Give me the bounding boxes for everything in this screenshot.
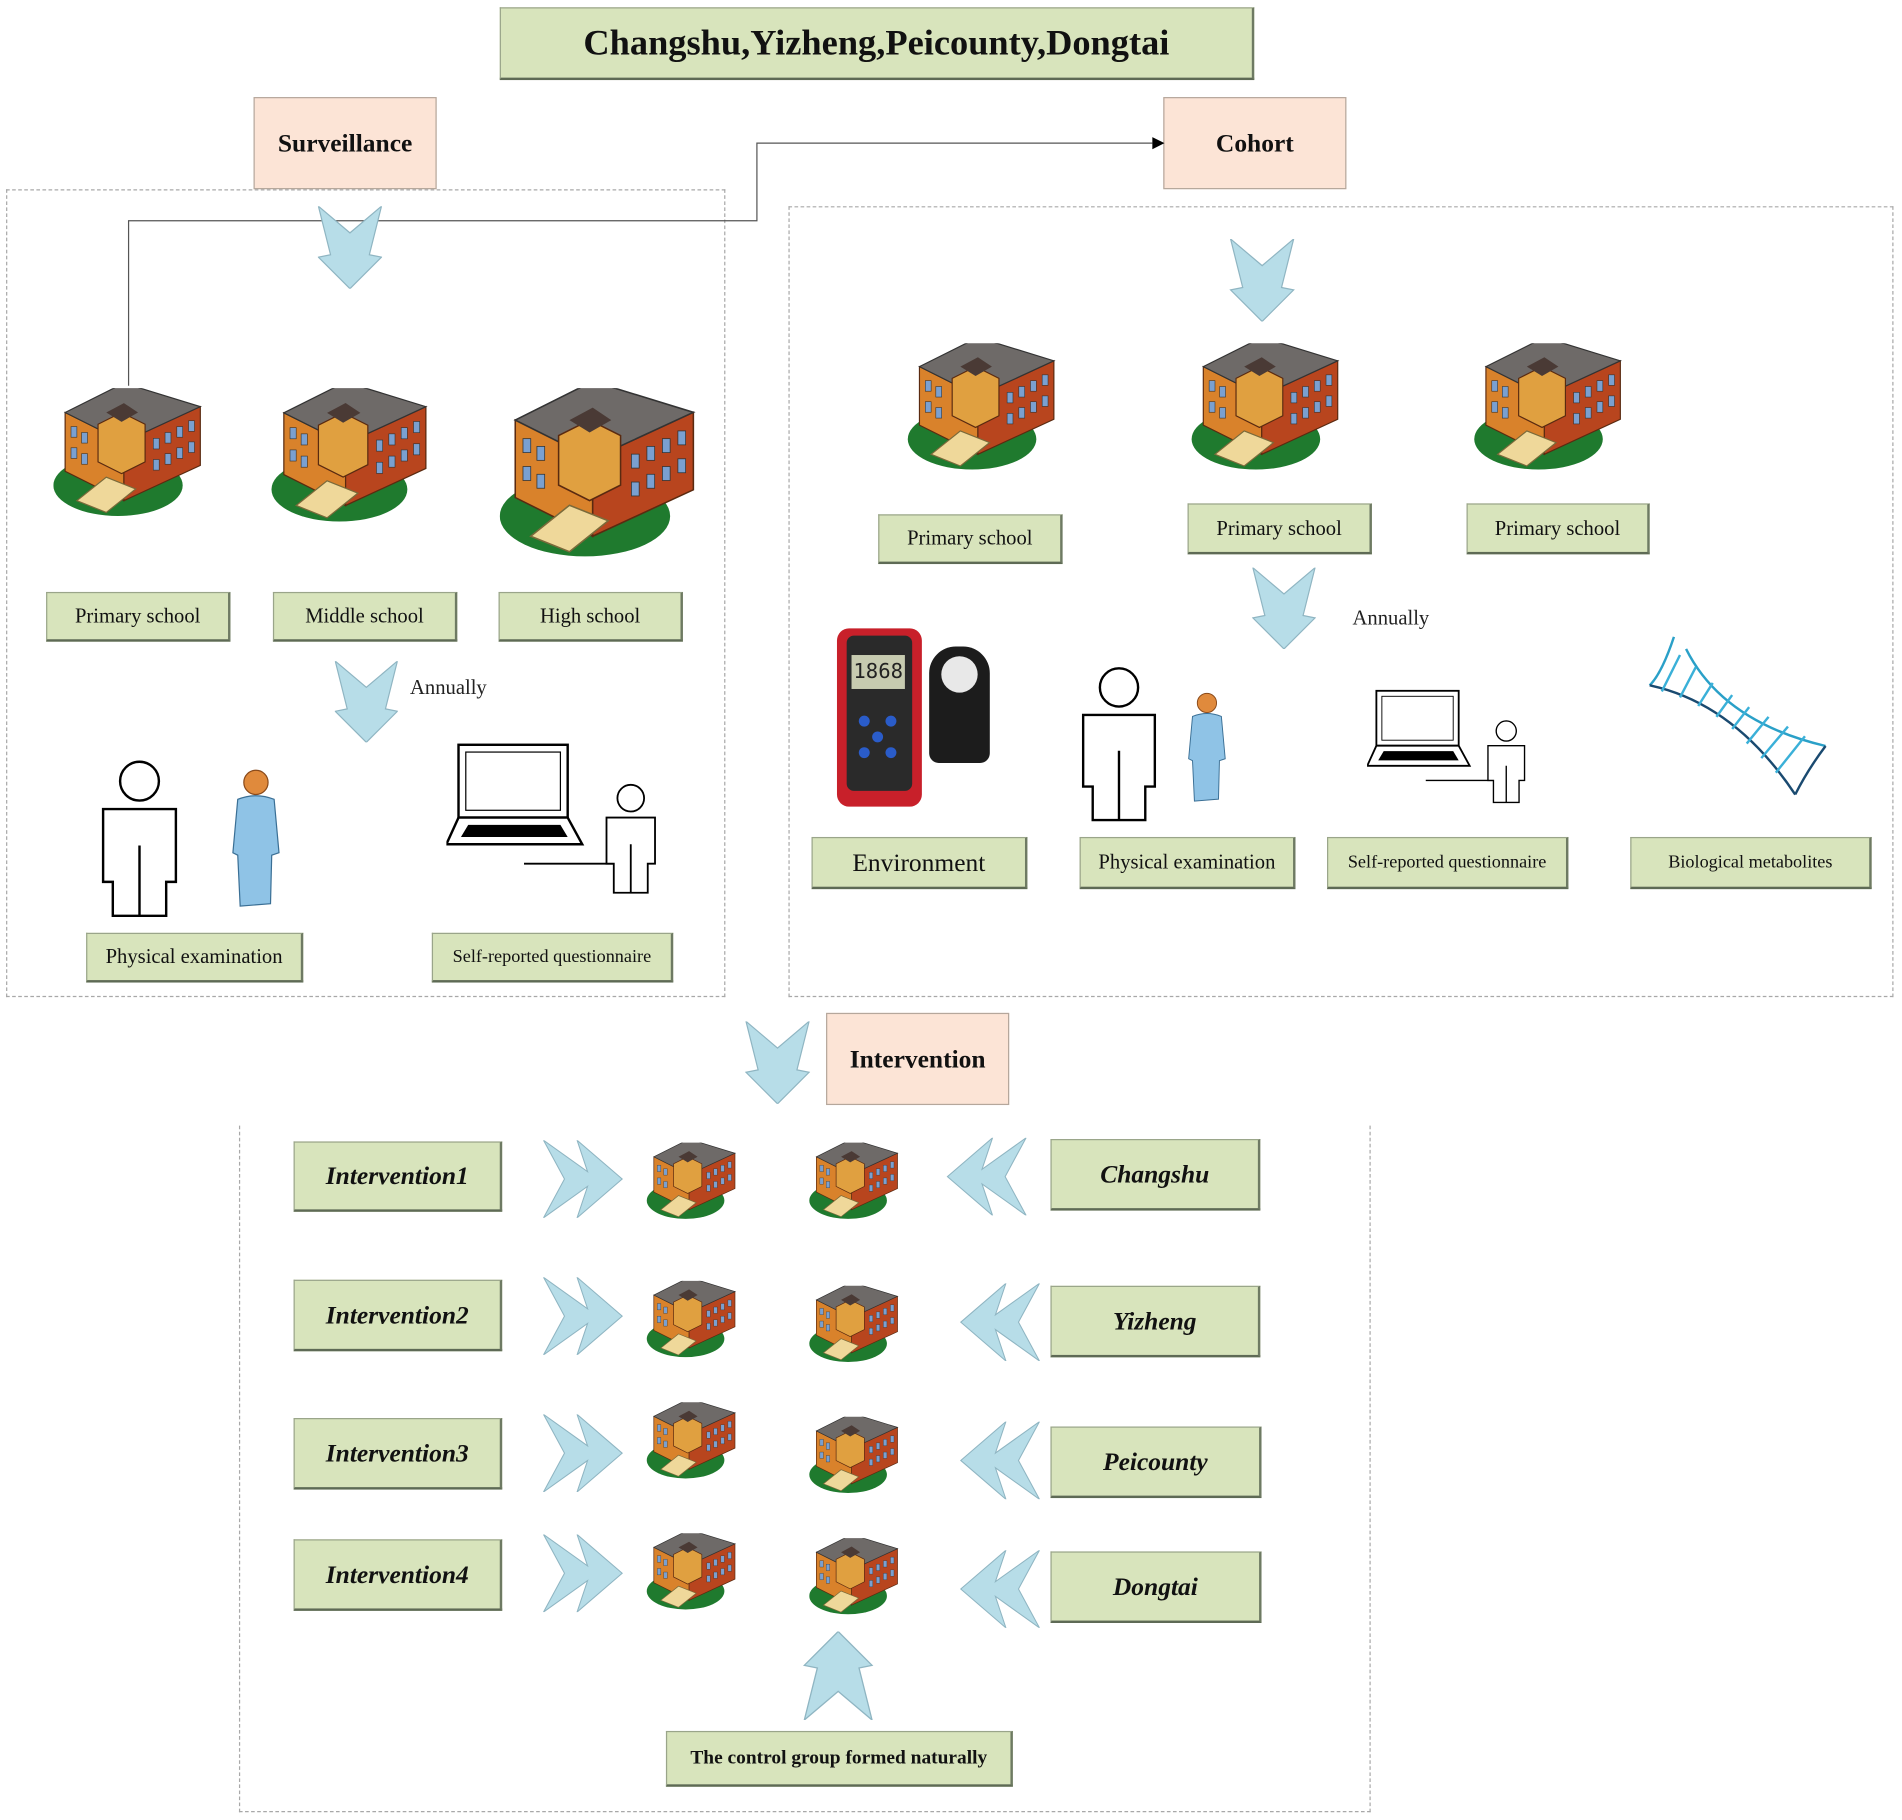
control-group-label: The control group formed naturally [665,1730,1013,1787]
down-arrow-icon [1252,568,1316,649]
region-label: Peicounty [1050,1426,1262,1499]
school-building-icon [269,388,434,524]
down-arrow-icon [745,1021,811,1103]
cohort-measure-label: Biological metabolites [1630,836,1872,890]
cohort-school-label: Primary school [878,514,1063,565]
left-arrow-icon [955,1422,1046,1500]
title-box: Changshu,Yizheng,Peicounty,Dongtai [499,7,1255,81]
surveillance-school-label: Middle school [272,591,458,642]
surveillance-measure-label: Physical examination [86,932,304,983]
cohort-school-label: Primary school [1466,503,1650,555]
person-patient-icon [230,768,281,909]
intervention-arm-label: Intervention1 [293,1141,503,1212]
surveillance-school-label: Primary school [46,591,231,642]
right-arrow-icon [537,1140,628,1218]
intervention-school-icon [647,1533,739,1611]
control-school-icon [809,1286,901,1364]
cohort-measure-label: Self-reported questionnaire [1327,836,1569,890]
control-school-icon [809,1538,901,1616]
cohort-school-label: Primary school [1187,503,1372,555]
control-school-icon [809,1143,901,1221]
down-arrow-icon [335,661,398,742]
cohort-measure-label: Physical examination [1079,836,1296,890]
laptop-user-icon [1367,689,1528,804]
cohort-panel [788,206,1894,998]
region-label: Yizheng [1050,1285,1261,1358]
cohort-header: Cohort [1163,97,1347,190]
intervention-arm-label: Intervention2 [293,1279,503,1352]
down-arrow-icon [1229,239,1296,321]
left-arrow-icon [955,1283,1046,1361]
light-meter-device: 1868 [836,628,922,807]
school-building-icon [1474,343,1627,472]
left-arrow-icon [955,1550,1046,1628]
region-label: Changshu [1050,1139,1261,1211]
school-building-icon [1191,343,1344,472]
school-building-icon [500,388,701,560]
frequency-label: Annually [409,675,487,699]
connector-line [127,137,1165,386]
dna-helix-icon [1648,636,1827,796]
person-outline-icon [1080,665,1159,825]
surveillance-panel [6,189,726,998]
up-arrow-icon [801,1631,876,1720]
intervention-header: Intervention [826,1012,1010,1106]
right-arrow-icon [537,1414,628,1492]
intervention-school-icon [647,1402,739,1480]
right-arrow-icon [537,1534,628,1612]
school-building-icon [53,388,206,519]
down-arrow-icon [318,206,382,288]
surveillance-school-label: High school [498,591,683,642]
school-building-icon [907,343,1060,472]
surveillance-measure-label: Self-reported questionnaire [431,932,674,983]
left-arrow-icon [940,1138,1033,1216]
control-school-icon [809,1417,901,1495]
frequency-label: Annually [1352,606,1430,630]
intervention-school-icon [647,1143,739,1221]
region-label: Dongtai [1050,1551,1262,1623]
surveillance-header: Surveillance [253,97,437,190]
meter-display: 1868 [851,655,905,689]
intervention-arm-label: Intervention4 [293,1539,503,1611]
cohort-measure-label: Environment [811,836,1028,890]
intervention-school-icon [647,1281,739,1359]
person-outline-icon [99,761,179,919]
light-sensor-probe [929,646,990,763]
intervention-panel [238,1125,1371,1813]
laptop-user-icon [446,742,659,895]
right-arrow-icon [537,1277,628,1355]
intervention-arm-label: Intervention3 [293,1417,503,1490]
person-patient-icon [1186,691,1227,803]
